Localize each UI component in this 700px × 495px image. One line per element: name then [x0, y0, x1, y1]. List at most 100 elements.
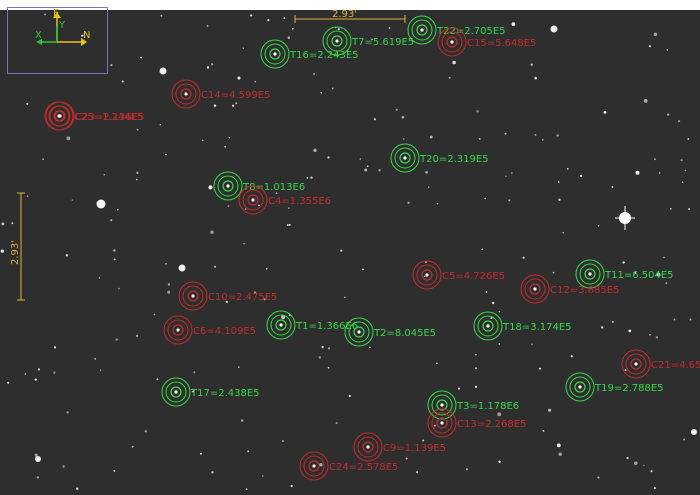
aperture-ring — [44, 101, 74, 131]
aperture-c10[interactable]: C10=2.475E5 — [178, 281, 277, 311]
compass-north-label: N — [83, 30, 90, 41]
aperture-t19[interactable]: T19=2.788E5 — [565, 372, 664, 402]
aperture-ring — [437, 27, 467, 57]
field-star — [193, 371, 196, 374]
field-star — [37, 368, 41, 371]
field-star — [287, 36, 290, 39]
aperture-c25[interactable]: C25=1.244E5 — [44, 101, 143, 131]
aperture-ring — [264, 43, 286, 65]
aperture-t22[interactable]: T22=2.705E5 — [407, 15, 506, 45]
compass: E N X Y — [7, 7, 108, 74]
field-star — [611, 186, 614, 188]
aperture-c24[interactable]: C24=2.578E5 — [299, 451, 398, 481]
aperture-t7[interactable]: T7=5.619E5 — [322, 26, 414, 56]
field-star — [422, 439, 425, 442]
aperture-ring — [399, 152, 411, 164]
star-centroid — [578, 385, 582, 389]
field-star — [405, 457, 408, 460]
field-star — [663, 256, 665, 259]
star-centroid — [273, 52, 277, 56]
field-star — [407, 201, 410, 204]
horizontal-scale-label: 2.93' — [332, 9, 357, 20]
aperture-label: T11=6.504E5 — [604, 270, 674, 281]
field-star — [635, 170, 640, 175]
vertical-scale-bar: 2.93' — [10, 192, 25, 301]
field-star — [402, 138, 405, 140]
aperture-t11[interactable]: T11=6.504E5 — [575, 259, 674, 289]
aperture-ring — [222, 180, 234, 192]
field-star — [243, 243, 245, 245]
aperture-t8[interactable]: T8=1.013E6 — [213, 171, 305, 201]
field-star — [214, 265, 217, 268]
aperture-label: C13=2.268E5 — [457, 419, 526, 430]
field-star — [118, 287, 120, 290]
aperture-t1[interactable]: T1=1.366E6 — [266, 310, 358, 340]
aperture-c5[interactable]: C5=4.726E5 — [412, 260, 505, 290]
field-star — [491, 301, 495, 305]
field-star — [534, 76, 537, 80]
compass-east-label: E — [53, 8, 59, 19]
aperture-c14[interactable]: C14=4.599E5 — [171, 79, 270, 109]
aperture-ring — [436, 417, 448, 429]
field-star — [213, 104, 217, 107]
aperture-label: C9=1.139E5 — [383, 443, 446, 454]
field-star — [206, 66, 210, 69]
field-star — [208, 185, 213, 190]
field-star — [649, 334, 651, 336]
field-star — [435, 362, 438, 365]
aperture-c13[interactable]: C13=2.268E5 — [427, 408, 526, 438]
field-star — [238, 366, 240, 368]
field-star — [281, 315, 286, 320]
field-star — [643, 464, 645, 467]
field-star — [665, 282, 668, 285]
field-star — [167, 290, 171, 294]
star-centroid — [279, 323, 283, 327]
field-star — [656, 272, 661, 277]
field-star — [689, 318, 692, 321]
aperture-label: T18=3.174E5 — [502, 322, 572, 333]
aperture-c6[interactable]: C6=4.109E5 — [163, 315, 256, 345]
field-star — [478, 137, 481, 140]
aperture-c4[interactable]: C4=1.355E6 — [238, 185, 331, 215]
field-star — [240, 419, 244, 422]
field-star — [36, 476, 40, 479]
aperture-t2[interactable]: T2=8.045E5 — [344, 317, 436, 347]
field-star — [653, 32, 658, 37]
aperture-c12[interactable]: C12=3.885E5 — [520, 274, 619, 304]
field-star — [211, 471, 214, 474]
aperture-t17[interactable]: T17=2.438E5 — [161, 377, 260, 407]
field-star — [210, 230, 214, 234]
aperture-ring — [421, 269, 433, 281]
aperture-t18[interactable]: T18=3.174E5 — [473, 311, 572, 341]
aperture-label: T1=1.366E6 — [295, 321, 358, 332]
field-star — [552, 271, 555, 274]
aperture-c9[interactable]: C9=1.139E5 — [353, 432, 446, 462]
field-star — [160, 14, 163, 17]
field-star — [628, 329, 632, 333]
aperture-t16[interactable]: T16=2.243E5 — [260, 39, 359, 69]
aperture-ring — [161, 377, 191, 407]
aperture-label: T22=2.705E5 — [436, 26, 506, 37]
aperture-ring — [407, 15, 437, 45]
aperture-label: T16=2.243E5 — [289, 50, 359, 61]
field-stars — [0, 13, 692, 491]
aperture-t3[interactable]: T3=1.178E6 — [427, 390, 519, 420]
aperture-c15[interactable]: C15=5.648E5 — [437, 27, 536, 57]
aperture-t20[interactable]: T20=2.319E5 — [390, 143, 489, 173]
star-centroid — [184, 92, 188, 96]
field-star — [242, 47, 245, 49]
field-star — [558, 452, 562, 456]
field-star — [321, 345, 324, 349]
star-centroid — [533, 287, 537, 291]
field-star — [683, 438, 685, 441]
aperture-ring — [353, 326, 365, 338]
aperture-c21[interactable]: C21=4.658E5 — [621, 349, 700, 379]
aperture-ring — [412, 260, 442, 290]
aperture-ring — [394, 147, 416, 169]
star-centroid — [440, 403, 444, 407]
aperture-ring — [427, 390, 457, 420]
field-star — [43, 13, 47, 16]
field-star — [65, 254, 69, 257]
aperture-ring — [565, 372, 595, 402]
